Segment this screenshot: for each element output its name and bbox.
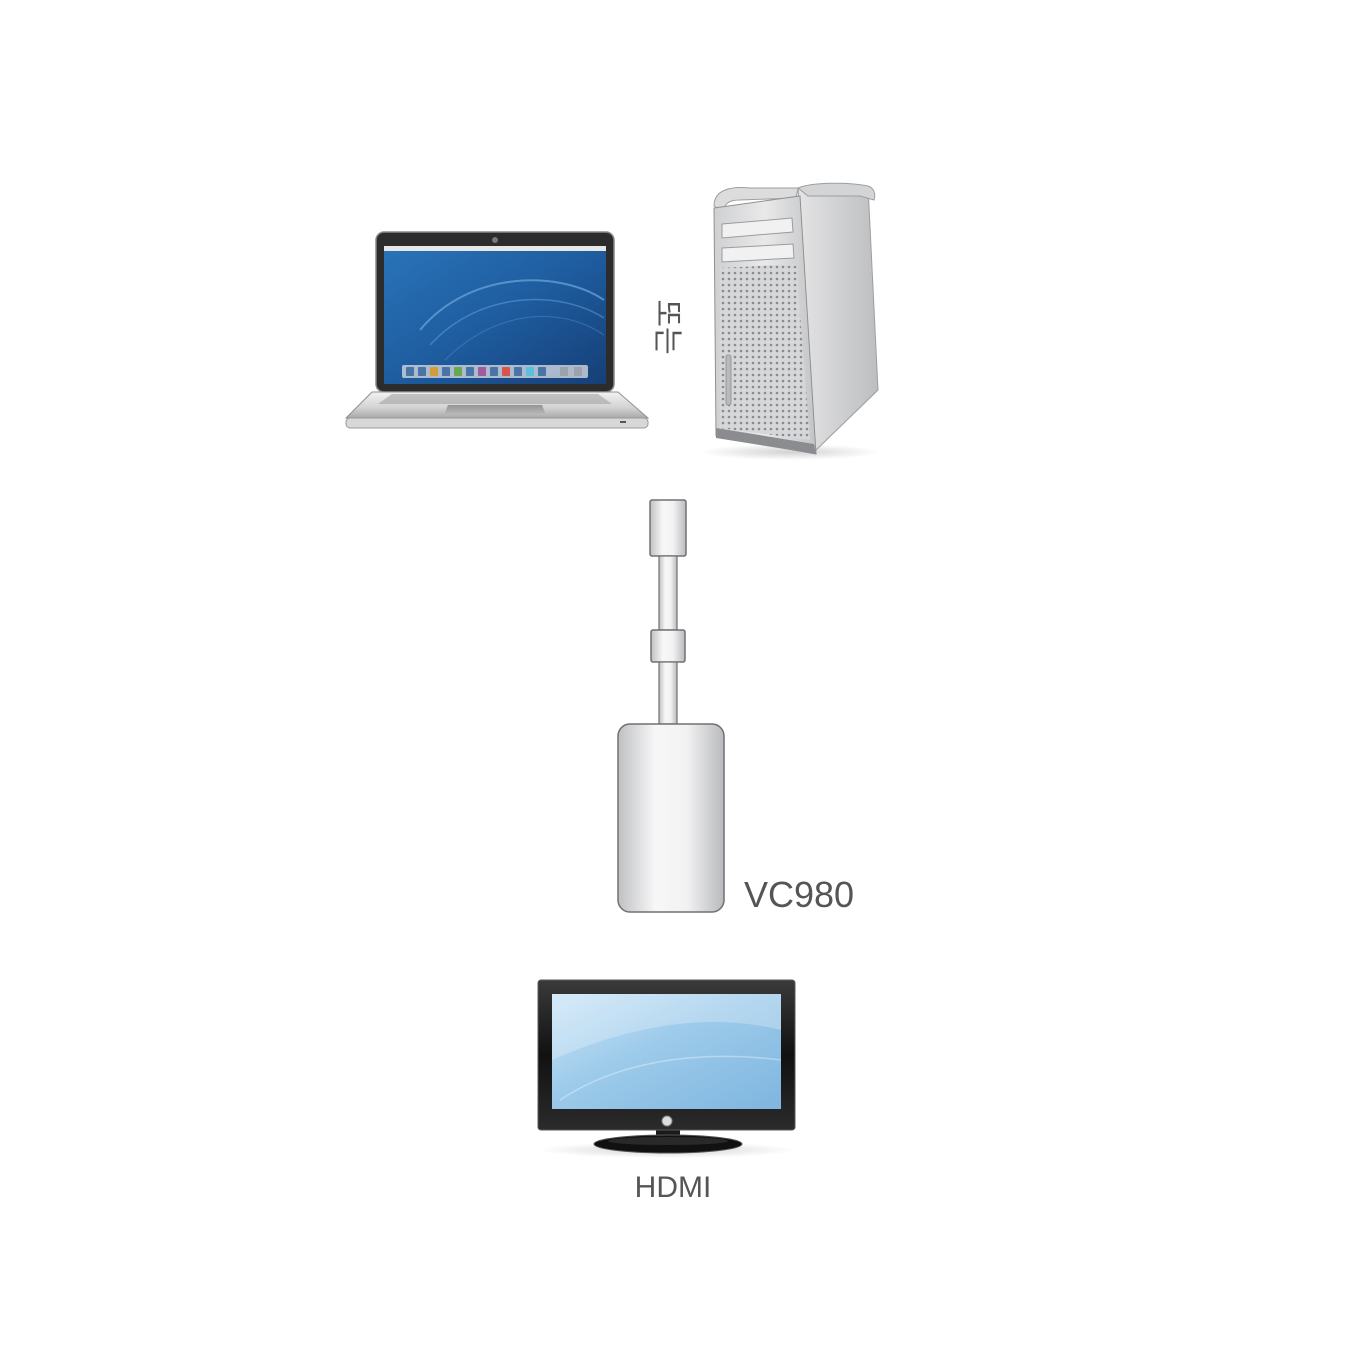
hdmi-display-icon [537, 979, 797, 1158]
desktop-tower-icon [700, 182, 880, 460]
display-type-label: HDMI [635, 1171, 712, 1204]
laptop-icon [344, 231, 650, 429]
adapter-model-label: VC980 [744, 874, 854, 915]
vc980-adapter-icon [617, 499, 725, 913]
or-label: 또는 [650, 299, 685, 354]
